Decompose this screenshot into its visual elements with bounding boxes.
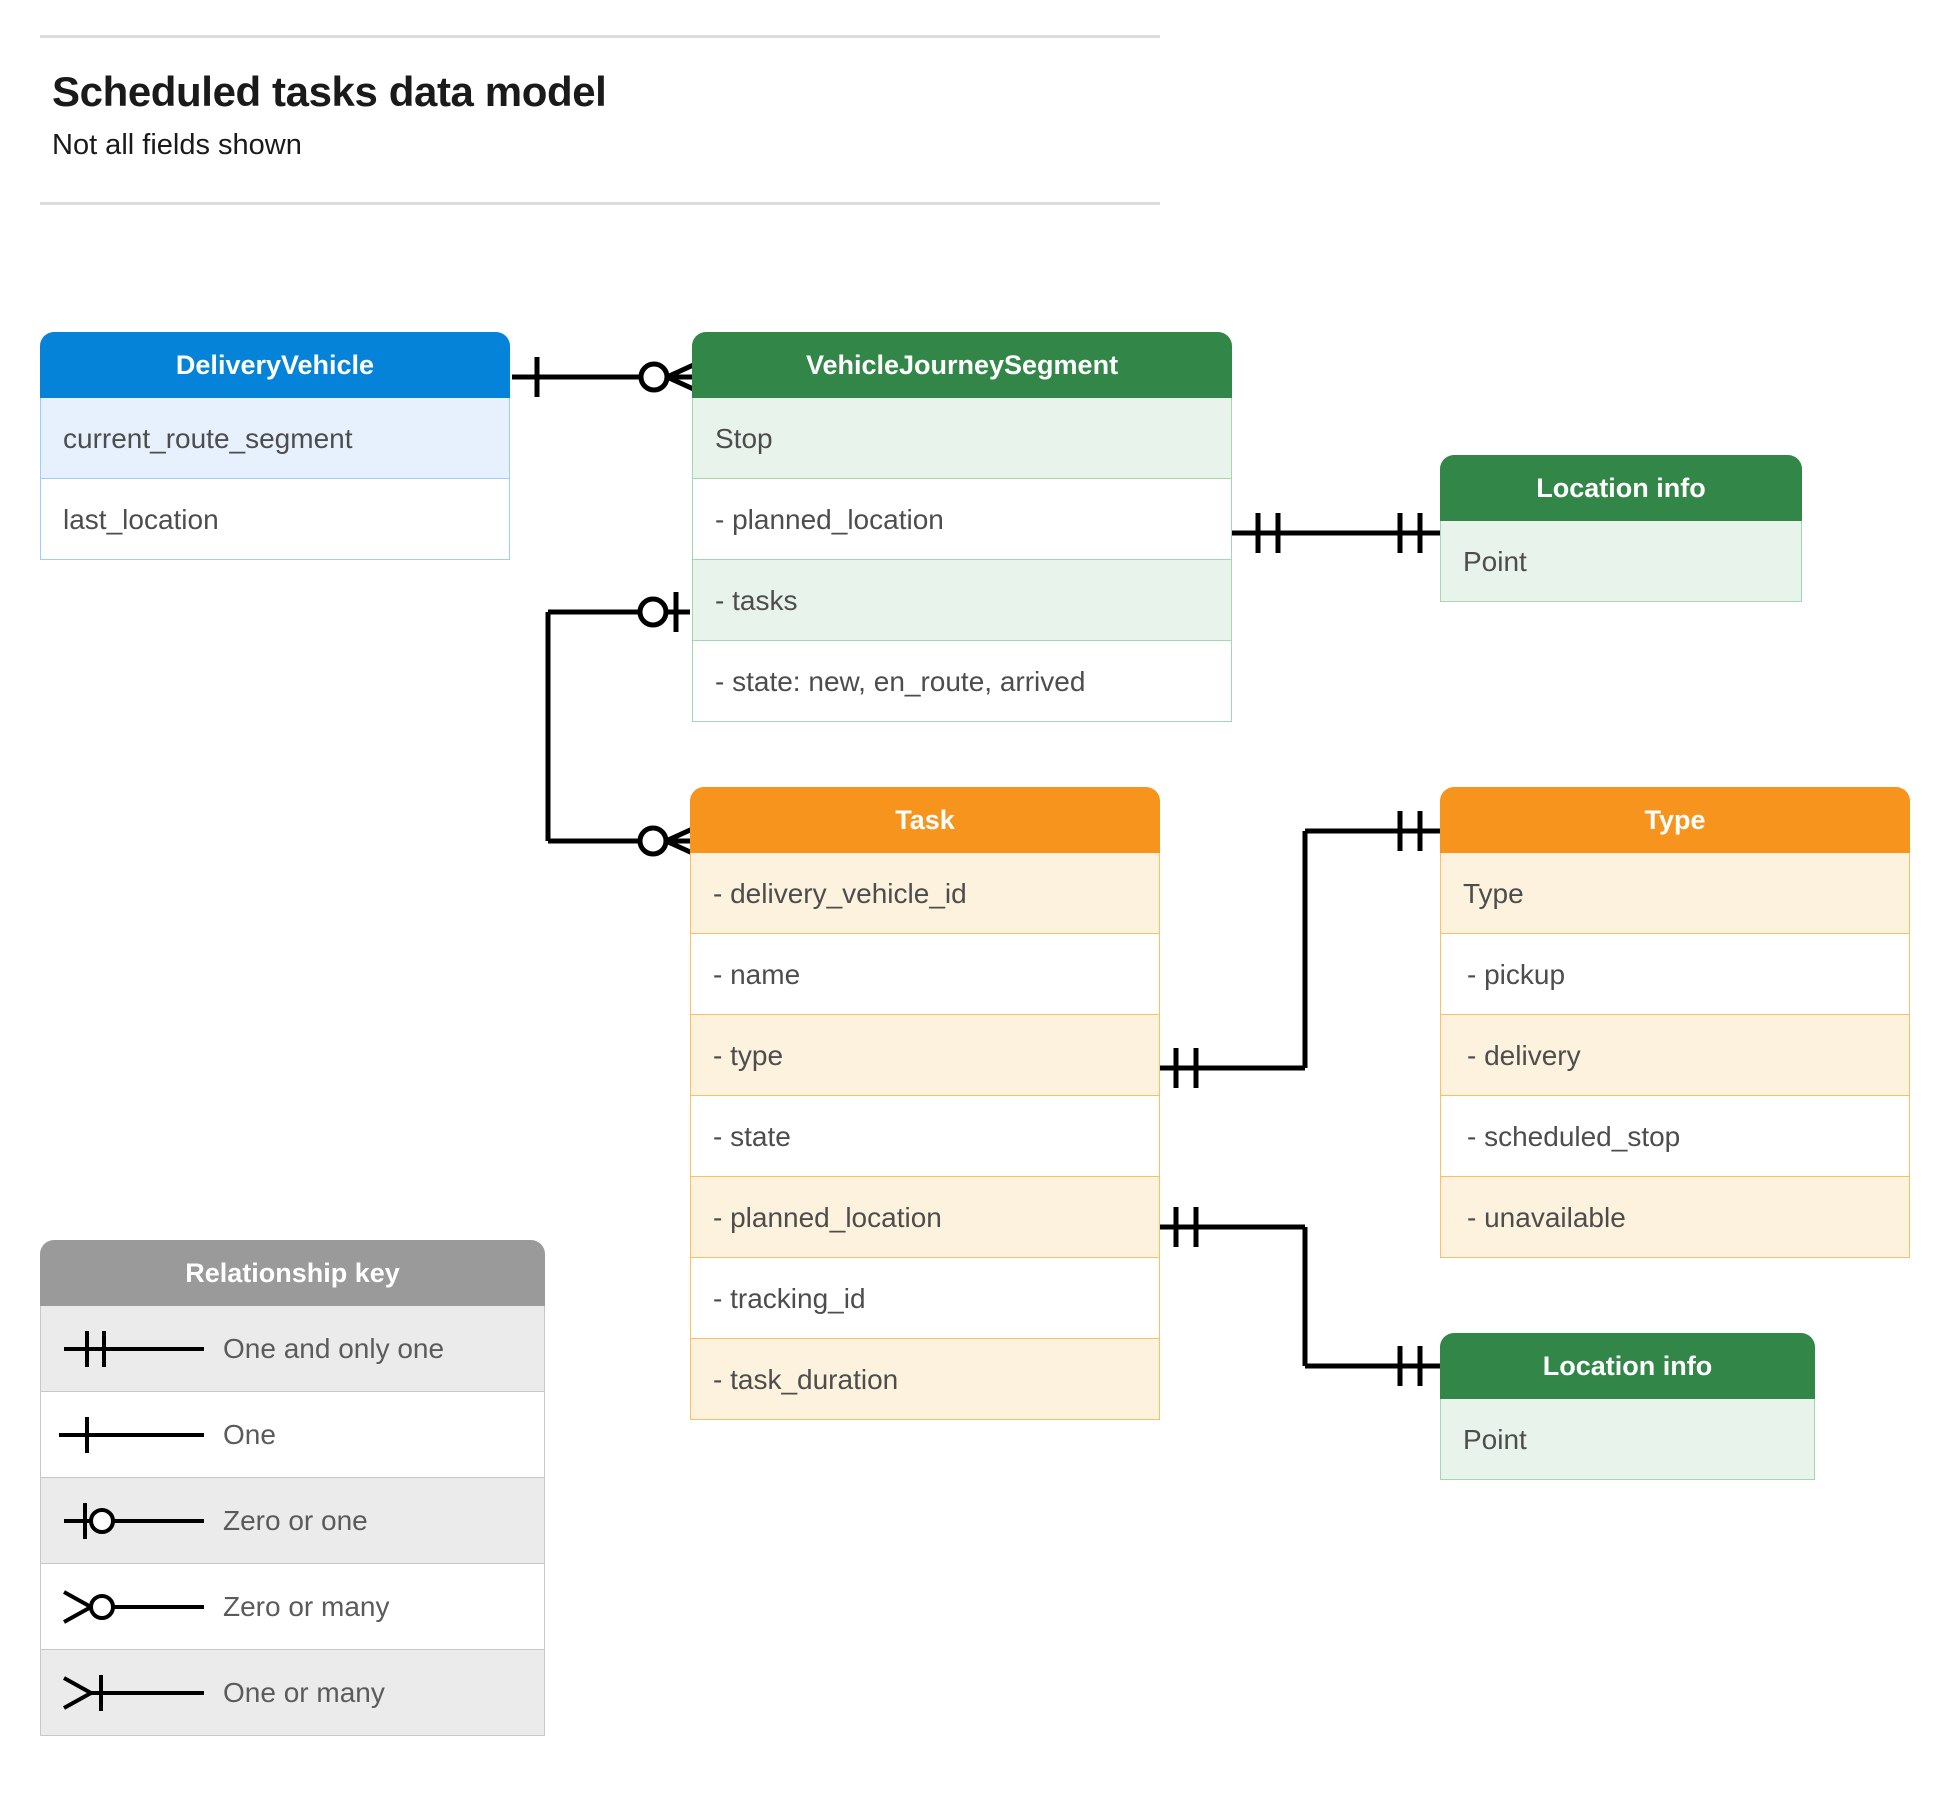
field-row: - unavailable	[1440, 1177, 1910, 1258]
entity-location-info-bottom[interactable]: Location info Point	[1440, 1333, 1815, 1480]
entity-location-info-top[interactable]: Location info Point	[1440, 455, 1802, 602]
field-row: - state	[690, 1096, 1160, 1177]
legend-row-one-and-only-one: One and only one	[40, 1306, 545, 1392]
entity-location-info-top-title: Location info	[1440, 455, 1802, 521]
zero-or-one-icon	[64, 1503, 204, 1539]
one-and-only-one-icon	[64, 1331, 204, 1367]
field-row: - tracking_id	[690, 1258, 1160, 1339]
field-row: current_route_segment	[40, 398, 510, 479]
entity-vehicle-journey-segment[interactable]: VehicleJourneySegment Stop - planned_loc…	[692, 332, 1232, 722]
page-subtitle: Not all fields shown	[52, 129, 302, 161]
field-row: - name	[690, 934, 1160, 1015]
legend-row-zero-or-one: Zero or one	[40, 1478, 545, 1564]
zero-or-many-icon	[63, 1590, 204, 1624]
field-row: last_location	[40, 479, 510, 560]
field-row: - delivery	[1440, 1015, 1910, 1096]
legend-label: One	[223, 1419, 276, 1450]
field-row: - pickup	[1440, 934, 1910, 1015]
one-icon	[59, 1417, 204, 1453]
entity-vehicle-journey-segment-title: VehicleJourneySegment	[692, 332, 1232, 398]
legend-row-one: One	[40, 1392, 545, 1478]
field-row: - state: new, en_route, arrived	[692, 641, 1232, 722]
field-row: - delivery_vehicle_id	[690, 853, 1160, 934]
field-row: - task_duration	[690, 1339, 1160, 1420]
legend-row-zero-or-many: Zero or many	[40, 1564, 545, 1650]
entity-delivery-vehicle[interactable]: DeliveryVehicle current_route_segment la…	[40, 332, 510, 560]
entity-type-title: Type	[1440, 787, 1910, 853]
field-row: Stop	[692, 398, 1232, 479]
legend-label: One and only one	[223, 1333, 445, 1364]
entity-task[interactable]: Task - delivery_vehicle_id - name - type…	[690, 787, 1160, 1420]
page-title: Scheduled tasks data model	[52, 68, 607, 115]
entity-task-title: Task	[690, 787, 1160, 853]
legend-label: Zero or many	[223, 1591, 390, 1622]
field-row: Point	[1440, 1399, 1815, 1480]
one-or-many-icon	[63, 1675, 204, 1711]
relationship-key-title: Relationship key	[40, 1240, 545, 1306]
entity-location-info-bottom-title: Location info	[1440, 1333, 1815, 1399]
entity-type[interactable]: Type Type - pickup - delivery - schedule…	[1440, 787, 1910, 1258]
header-divider-bottom	[40, 202, 1160, 205]
field-row: Type	[1440, 853, 1910, 934]
field-row: Point	[1440, 521, 1802, 602]
field-row: - planned_location	[692, 479, 1232, 560]
field-row: - scheduled_stop	[1440, 1096, 1910, 1177]
legend-label: One or many	[223, 1677, 385, 1708]
relationship-key-legend: Relationship key One and only one One	[40, 1240, 545, 1736]
legend-label: Zero or one	[223, 1505, 368, 1536]
legend-row-one-or-many: One or many	[40, 1650, 545, 1736]
header-divider-top	[40, 35, 1160, 38]
field-row: - planned_location	[690, 1177, 1160, 1258]
entity-delivery-vehicle-title: DeliveryVehicle	[40, 332, 510, 398]
field-row: - tasks	[692, 560, 1232, 641]
field-row: - type	[690, 1015, 1160, 1096]
